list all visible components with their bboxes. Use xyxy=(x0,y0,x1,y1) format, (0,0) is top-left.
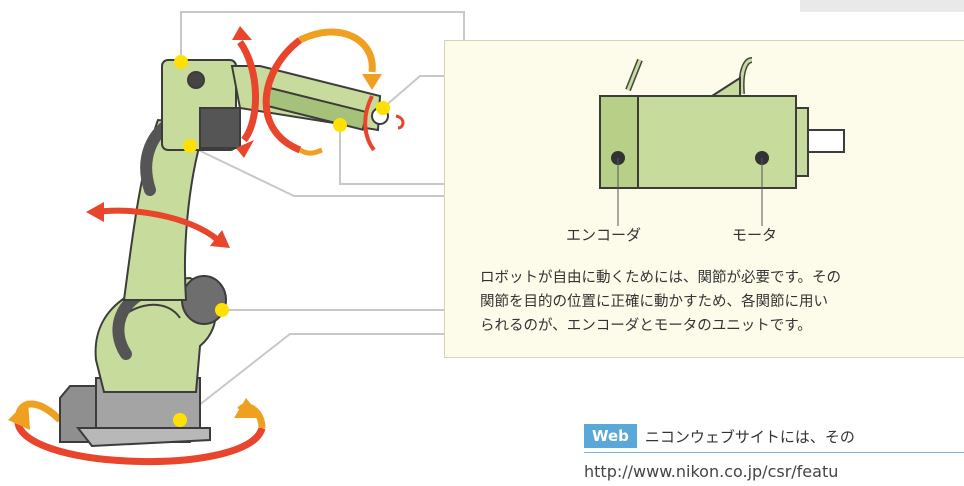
description-line: ロボットが自由に動くためには、関節が必要です。その xyxy=(480,270,842,286)
description-line: 関節を目的の位置に正確に動かすため、各関節に用い xyxy=(480,294,828,310)
shoulder-swing-arrow xyxy=(232,26,260,158)
arm-swing-arrow xyxy=(86,202,230,248)
web-note: Web ニコンウェブサイトには、その xyxy=(584,422,855,450)
web-divider xyxy=(584,452,964,453)
joint-dots xyxy=(173,55,390,427)
info-panel xyxy=(444,40,964,358)
panel-description: ロボットが自由に動くためには、関節が必要です。その 関節を目的の位置に正確に動か… xyxy=(480,266,950,338)
robot-base xyxy=(59,377,211,448)
forearm-rotation-arrow xyxy=(262,28,382,156)
leader-lines xyxy=(179,11,465,421)
motor-label: モータ xyxy=(732,226,778,244)
encoder-label: エンコーダ xyxy=(566,226,642,244)
top-shadow-bar xyxy=(800,0,964,12)
description-line: られるのが、エンコーダとモータのユニットです。 xyxy=(480,318,812,334)
robot-shoulder xyxy=(161,59,241,151)
web-badge: Web xyxy=(584,424,637,448)
wrist-arrows xyxy=(363,95,405,152)
web-text: ニコンウェブサイトには、その xyxy=(644,427,855,446)
web-url-link[interactable]: http://www.nikon.co.jp/csr/featu xyxy=(584,462,839,481)
base-rotation-arrow xyxy=(8,398,266,465)
